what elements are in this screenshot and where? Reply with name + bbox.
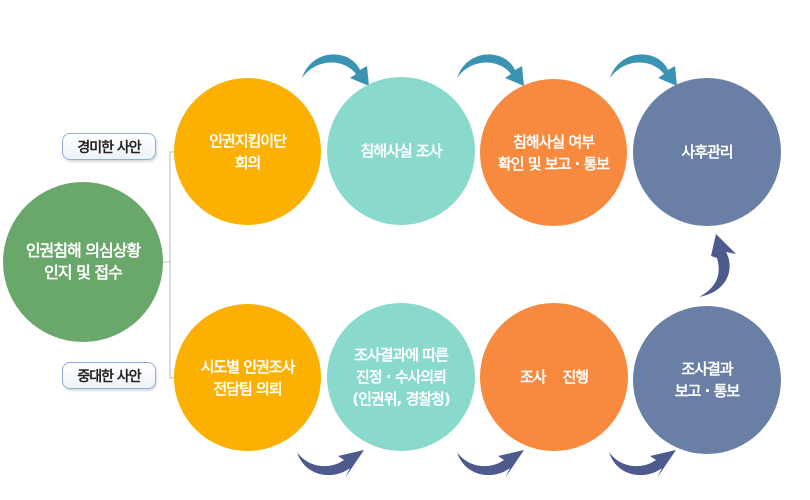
step-label: 조사결과에 따른 진정 · 수사의뢰 (인권위, 경찰청) [352, 346, 450, 408]
step-label: 인권지킴이단 회의 [209, 131, 287, 172]
step-label: 조사 진행 [519, 368, 589, 386]
step-major-2: 조사결과에 따른 진정 · 수사의뢰 (인권위, 경찰청) [327, 303, 475, 451]
step-label: 조사결과 보고 · 통보 [674, 360, 740, 400]
step-minor-3: 침해사실 여부 확인 및 보고 · 통보 [480, 79, 627, 226]
step-minor-2: 침해사실 조사 [327, 77, 475, 225]
step-label: 사후관리 [681, 143, 733, 161]
bracket-connector [162, 151, 178, 379]
bottom-arrows [297, 234, 736, 478]
branch-label-major: 중대한 사안 [62, 362, 156, 389]
curved-arrow-icon [297, 450, 364, 478]
curved-arrow-icon [609, 450, 676, 478]
top-arrows [302, 54, 677, 86]
step-label: 침해사실 조사 [360, 142, 442, 160]
step-major-1: 시도별 인권조사 전담팀 의뢰 [174, 304, 321, 451]
curved-arrow-icon [302, 54, 369, 86]
curved-arrow-icon [457, 54, 524, 86]
start-circle: 인권침해 의심상황 인지 및 접수 [3, 182, 163, 342]
branch-label-minor: 경미한 사안 [62, 133, 156, 160]
step-minor-4: 사후관리 [633, 78, 781, 226]
curved-arrow-icon [457, 450, 524, 478]
branch-label-text: 경미한 사안 [77, 139, 141, 156]
up-arrow-icon [699, 234, 736, 297]
start-label: 인권침해 의심상황 인지 및 접수 [25, 241, 141, 282]
curved-arrow-icon [610, 54, 677, 86]
step-label: 침해사실 여부 확인 및 보고 · 통보 [497, 132, 610, 173]
branch-label-text: 중대한 사안 [77, 368, 141, 385]
step-major-3: 조사 진행 [480, 303, 628, 451]
step-major-4: 조사결과 보고 · 통보 [633, 306, 781, 454]
step-label: 시도별 인권조사 전담팀 의뢰 [200, 357, 296, 398]
step-minor-1: 인권지킴이단 회의 [174, 78, 321, 225]
